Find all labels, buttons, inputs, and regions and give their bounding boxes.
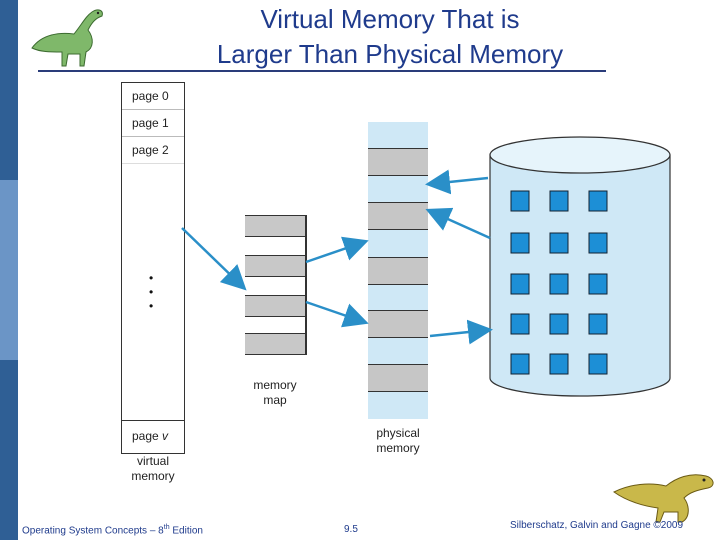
vm-ellipsis: • • • bbox=[149, 271, 154, 313]
vm-page-0: page 0 bbox=[122, 83, 184, 110]
footer-authors: Silberschatz, Galvin and Gagne ©2009 bbox=[510, 520, 684, 531]
memory-map-entry bbox=[245, 295, 305, 317]
disk-block bbox=[549, 353, 569, 375]
vm-page-v-label: page v bbox=[132, 429, 168, 443]
memory-map-caption: memory map bbox=[240, 378, 310, 408]
mapping-arrows bbox=[181, 169, 493, 345]
physical-frame bbox=[368, 202, 428, 230]
memory-map-entry bbox=[245, 255, 305, 277]
vm-page-2: page 2 bbox=[122, 137, 184, 164]
vm-page-label: page 1 bbox=[132, 116, 169, 130]
disk-block bbox=[588, 313, 608, 335]
caption-line: physical bbox=[376, 426, 420, 440]
disk-cylinder-icon bbox=[489, 136, 671, 397]
arrow-vm-to-map bbox=[181, 227, 247, 291]
footer-book-title: Operating System Concepts – 8th Edition bbox=[22, 524, 203, 536]
physical-memory-column bbox=[368, 122, 428, 419]
slide-title: Virtual Memory That is Larger Than Physi… bbox=[150, 2, 630, 72]
arrow-map-to-physical-2 bbox=[305, 300, 369, 328]
disk-block bbox=[510, 273, 530, 295]
vm-page-label: page 0 bbox=[132, 89, 169, 103]
caption-line: memory bbox=[253, 378, 297, 392]
physical-frame bbox=[368, 364, 428, 392]
physical-frame bbox=[368, 257, 428, 285]
virtual-memory-caption: virtual memory bbox=[118, 454, 188, 484]
dinosaur-footer-icon bbox=[613, 474, 714, 523]
vm-page-v-prefix: page bbox=[132, 429, 163, 443]
disk-block bbox=[588, 273, 608, 295]
disk-block bbox=[549, 273, 569, 295]
caption-line: memory bbox=[376, 441, 420, 455]
caption-line: map bbox=[263, 393, 287, 407]
title-line-1: Virtual Memory That is bbox=[260, 4, 520, 34]
virtual-memory-column: page 0 page 1 page 2 • • • page v bbox=[121, 82, 185, 454]
physical-frame bbox=[368, 310, 428, 338]
slide-sidebar bbox=[0, 0, 18, 540]
arrow-physical-to-disk bbox=[429, 319, 493, 345]
disk-block bbox=[588, 353, 608, 375]
disk-block bbox=[549, 313, 569, 335]
disk-block bbox=[510, 190, 530, 212]
arrow-map-to-physical-1 bbox=[305, 236, 369, 264]
arrow-disk-to-physical-1 bbox=[425, 207, 491, 240]
sidebar-band bbox=[0, 180, 18, 360]
vm-page-label: page 2 bbox=[132, 143, 169, 157]
disk-block bbox=[549, 190, 569, 212]
disk-block bbox=[549, 232, 569, 254]
vm-page-1: page 1 bbox=[122, 110, 184, 137]
caption-line: virtual bbox=[136, 454, 169, 468]
physical-frame bbox=[368, 148, 428, 176]
footer-book-title-suffix: Edition bbox=[169, 525, 203, 537]
disk-blocks bbox=[510, 190, 608, 375]
disk-block bbox=[510, 232, 530, 254]
dinosaur-logo-icon bbox=[31, 9, 103, 67]
disk-block bbox=[588, 232, 608, 254]
disk-block bbox=[510, 353, 530, 375]
title-line-2: Larger Than Physical Memory bbox=[216, 39, 564, 69]
vm-page-v-var: v bbox=[162, 429, 169, 443]
footer-book-title-sup: th bbox=[163, 524, 170, 531]
vm-page-v: page v bbox=[122, 420, 184, 447]
footer-book-title-text: Operating System Concepts – 8 bbox=[22, 525, 164, 537]
footer-slide-number: 9.5 bbox=[344, 524, 358, 535]
title-rule bbox=[38, 70, 606, 72]
physical-memory-caption: physical memory bbox=[362, 426, 434, 456]
disk-block bbox=[588, 190, 608, 212]
arrow-disk-to-physical-2 bbox=[425, 169, 489, 195]
caption-line: memory bbox=[131, 469, 175, 483]
memory-map-entry bbox=[245, 215, 305, 237]
memory-map-entry bbox=[245, 333, 305, 355]
disk-block bbox=[510, 313, 530, 335]
memory-map-column bbox=[245, 215, 307, 355]
